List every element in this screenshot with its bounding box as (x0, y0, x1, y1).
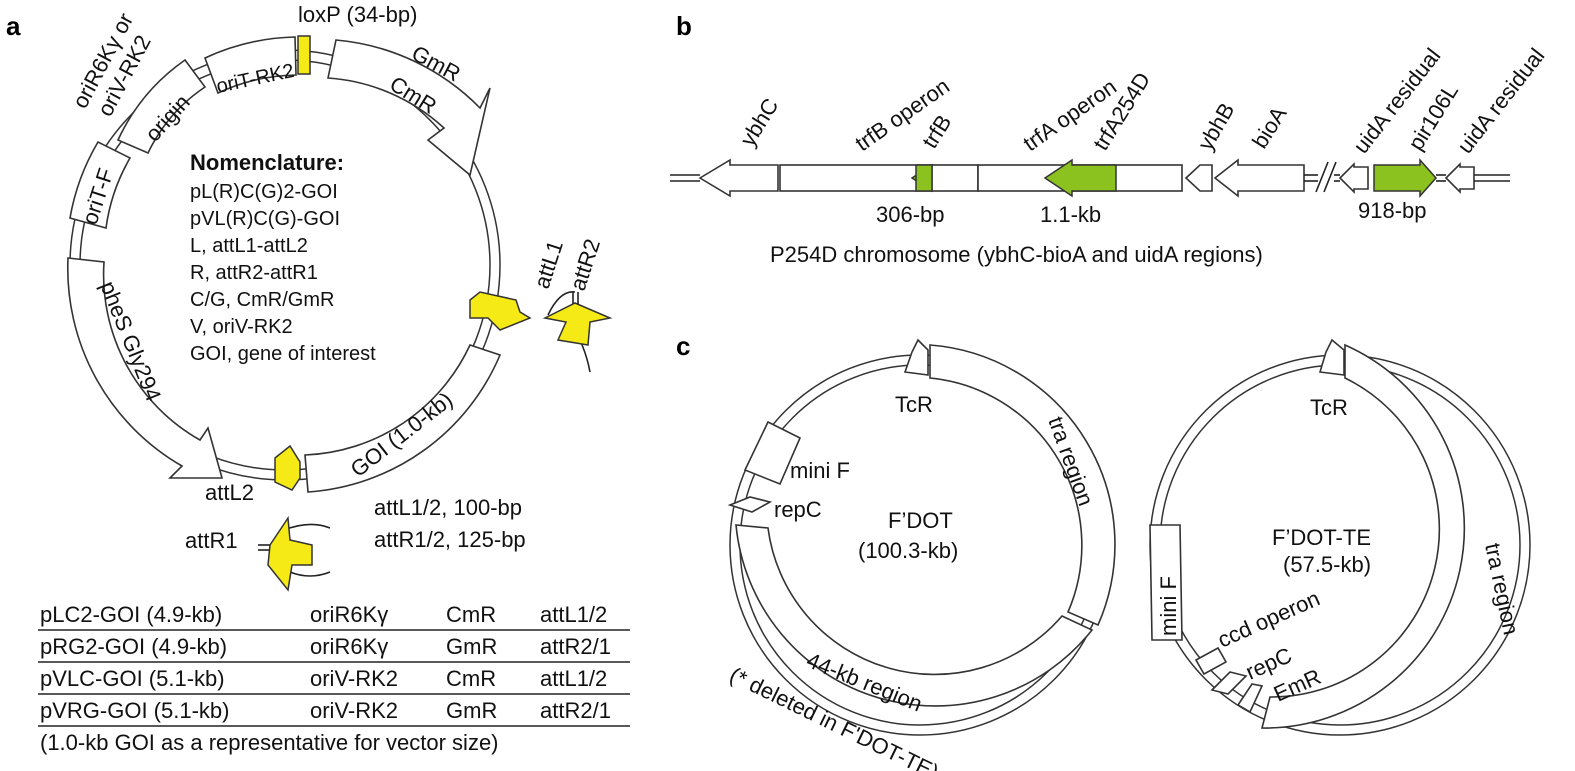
table-cell: pLC2-GOI (4.9-kb) (40, 602, 222, 627)
fdot-minif-label: mini F (790, 458, 850, 483)
table-cell: pRG2-GOI (4.9-kb) (40, 634, 227, 659)
fdot-te-tra-label: tra region (1480, 541, 1524, 637)
attr2-site (542, 302, 613, 346)
panel-a-letter: a (6, 11, 21, 41)
chromosome-caption: P254D chromosome (ybhC-bioA and uidA reg… (770, 242, 1263, 267)
bioa-label: bioA (1247, 102, 1292, 153)
trfb-size: 306-bp (876, 202, 945, 227)
nomenclature: Nomenclature: pL(R)C(G)2-GOI pVL(R)C(G)-… (190, 150, 376, 365)
chromosome-map (670, 158, 1510, 198)
table-cell: oriV-RK2 (310, 666, 398, 691)
orit-f-segment (69, 140, 132, 230)
table-cell: pVLC-GOI (5.1-kb) (40, 666, 225, 691)
att-size-l: attL1/2, 100-bp (374, 495, 522, 520)
table-cell: attL1/2 (540, 602, 607, 627)
att-size-r: attR1/2, 125-bp (374, 527, 526, 552)
fdot-te-emr-arrow (1236, 683, 1264, 714)
fdot-tcr-arrow (903, 338, 929, 376)
table-cell: attL1/2 (540, 666, 607, 691)
uida-residual-right-label: uidA residual (1452, 43, 1549, 158)
fdot-plasmid (727, 338, 1116, 736)
nomenclature-line: L, attL1-attL2 (190, 235, 308, 257)
attl1-label: attL1 (529, 237, 568, 291)
table-cell: attR2/1 (540, 634, 611, 659)
table-cell: CmR (446, 602, 496, 627)
table-cell: GmR (446, 634, 497, 659)
attl2-label: attL2 (205, 480, 254, 505)
panel-b-letter: b (676, 11, 692, 41)
bioa-gene (1213, 158, 1305, 198)
nomenclature-line: V, oriV-RK2 (190, 316, 293, 338)
fdot-repc-arrow (727, 496, 773, 513)
loxp-site (297, 35, 311, 75)
phes-arrow (66, 257, 224, 479)
attr1-label: attR1 (185, 528, 238, 553)
table-cell: pVRG-GOI (5.1-kb) (40, 698, 229, 723)
fdot-te-size: (57.5-kb) (1283, 552, 1371, 577)
fdot-te-minif-box (1149, 524, 1183, 641)
table-cell: attR2/1 (540, 698, 611, 723)
plasmid-a (66, 35, 532, 493)
attr1-fragment (258, 515, 331, 592)
table-cell: GmR (446, 698, 497, 723)
fdot-minif-box (743, 420, 802, 486)
fdot-te-ccd-box (1194, 646, 1228, 676)
pir106l-gene (1373, 158, 1438, 198)
fdot-te-ccd-label: ccd operon (1214, 585, 1324, 652)
table-cell: oriR6Kγ (310, 634, 388, 659)
fdot-te-plasmid (1149, 338, 1531, 736)
uida-residual-right (1444, 162, 1475, 194)
attr2-fragment (542, 291, 613, 373)
fdot-te-name: F’DOT-TE (1272, 525, 1371, 550)
trfa-size: 1.1-kb (1040, 202, 1101, 227)
nomenclature-line: C/G, CmR/GmR (190, 289, 334, 311)
goi-segment (304, 344, 502, 493)
orit-rk2-segment (203, 36, 297, 95)
attl2-site (274, 444, 301, 491)
fdot-te-tcr-arrow (1318, 338, 1345, 376)
fdot-te-repc-arrow (1210, 671, 1248, 695)
fdot-tcr-label: TcR (895, 392, 933, 417)
fdot-te-tra-region (1260, 343, 1466, 729)
table-cell: CmR (446, 666, 496, 691)
fdot-44kb-region (735, 524, 1094, 707)
panel-c-letter: c (676, 331, 690, 361)
ybhb-label: ybhB (1193, 99, 1240, 155)
ybhc-gene (698, 158, 779, 198)
trfa254d-gene (1043, 158, 1117, 198)
loxp-label: loxP (34-bp) (298, 2, 417, 27)
table-cell: oriV-RK2 (310, 698, 398, 723)
trfb-label: trfB (917, 110, 956, 152)
fdot-tra-region (929, 344, 1116, 627)
nomenclature-line: pL(R)C(G)2-GOI (190, 181, 338, 203)
trfb-operon (779, 164, 979, 192)
nomenclature-line: R, attR2-attR1 (190, 262, 318, 284)
fdot-te-minif-label: mini F (1156, 576, 1181, 636)
ybhb-gene (1184, 164, 1213, 192)
attl1-site (469, 291, 532, 331)
vector-table: pLC2-GOI (4.9-kb) oriR6Kγ CmR attL1/2 pR… (38, 602, 630, 755)
nomenclature-line: GOI, gene of interest (190, 343, 376, 365)
origin-segment (116, 58, 207, 155)
table-cell: oriR6Kγ (310, 602, 388, 627)
nomenclature-title: Nomenclature: (190, 150, 344, 175)
attr1-site (267, 515, 313, 592)
pir-size: 918-bp (1358, 198, 1427, 223)
ybhc-label: ybhC (735, 94, 783, 151)
attr2-label: attR2 (565, 236, 605, 294)
fdot-repc-label: repC (774, 497, 822, 522)
fdot-te-tcr-label: TcR (1310, 395, 1348, 420)
uida-residual-left (1338, 162, 1369, 194)
gmr-cmr-arrow (327, 39, 491, 177)
fdot-name: F’DOT (888, 508, 953, 533)
nomenclature-line: pVL(R)C(G)-GOI (190, 208, 340, 230)
table-note: (1.0-kb GOI as a representative for vect… (40, 730, 499, 755)
fdot-size: (100.3-kb) (858, 538, 958, 563)
